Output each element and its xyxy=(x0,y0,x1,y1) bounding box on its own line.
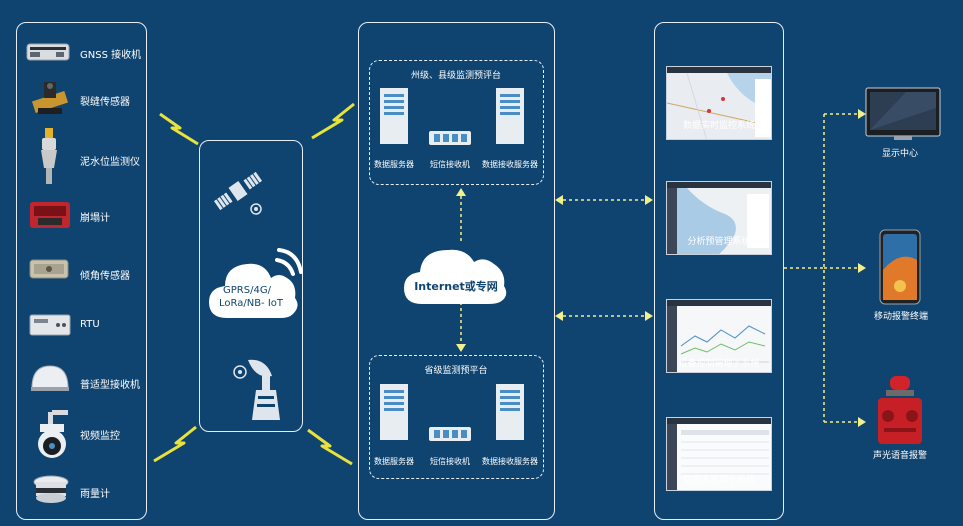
comm-panel xyxy=(199,140,303,432)
system-screenshot-analysis xyxy=(666,181,772,255)
system-label-device-control: 设备控制管理子系统 xyxy=(678,359,760,369)
platform-top-title: 州级、县级监测预评台 xyxy=(410,71,502,81)
system-screenshot-database xyxy=(666,417,772,491)
platform-bottom-title: 省级监测预平台 xyxy=(424,366,488,376)
arrow-cloud-down xyxy=(456,302,466,352)
lightning-icon-left-bottom xyxy=(153,425,197,463)
cloud-comm-icon xyxy=(209,248,303,318)
sensor-label-collapse: 崩塌计 xyxy=(80,213,110,224)
sensor-panel xyxy=(16,22,147,520)
output-label-alarm: 声光语音报警 xyxy=(872,451,928,461)
server-icon xyxy=(496,384,524,440)
output-label-mobile: 移动报警终端 xyxy=(873,312,929,322)
sensor-label-water-level: 泥水位监测仪 xyxy=(80,157,140,168)
monitor-icon xyxy=(865,87,941,140)
sms-receiver-icon xyxy=(429,427,471,441)
platform-top-server-left: 数据服务器 xyxy=(374,160,414,169)
comm-text-line1: GPRS/4G/ xyxy=(223,285,271,296)
collapse-meter-icon xyxy=(30,202,70,228)
rain-gauge-icon xyxy=(33,475,69,503)
system-label-monitoring: 数据实时监控系统 xyxy=(682,121,756,131)
comm-text-line2: LoRa/NB- IoT xyxy=(218,298,284,309)
platform-bottom-box xyxy=(369,355,544,479)
arrow-bidirectional-bottom xyxy=(555,311,653,321)
tilt-sensor-icon xyxy=(29,259,69,279)
cloud-label: Internet或专网 xyxy=(414,280,498,293)
arrow-tree-outputs xyxy=(784,109,866,427)
water-level-icon xyxy=(41,128,57,184)
sensor-label-gnss: GNSS 接收机 xyxy=(80,50,142,61)
sensor-label-rain: 雨量计 xyxy=(80,489,110,500)
server-icon xyxy=(496,88,524,144)
system-screenshot-monitoring xyxy=(666,66,772,140)
system-label-database: 数据库管理子系统 xyxy=(682,475,756,485)
platform-top-sms: 短信接收机 xyxy=(430,160,470,169)
dome-receiver-icon xyxy=(31,365,69,391)
rtu-icon xyxy=(29,314,71,336)
arrow-bidirectional-top xyxy=(555,195,653,205)
server-icon xyxy=(380,384,408,440)
mobile-phone-icon xyxy=(879,229,921,305)
lightning-icon-right-top xyxy=(311,102,355,140)
radar-antenna-icon xyxy=(233,359,280,420)
sensor-label-crack: 裂缝传感器 xyxy=(80,97,130,108)
platform-top-box xyxy=(369,60,544,185)
gnss-receiver-icon xyxy=(26,43,70,61)
lightning-icon-right-bottom xyxy=(307,428,353,466)
system-screenshot-device-control xyxy=(666,299,772,373)
platform-bottom-sms: 短信接收机 xyxy=(430,457,470,466)
sensor-label-rtu: RTU xyxy=(80,319,100,330)
crack-sensor-icon xyxy=(31,82,69,114)
sensor-label-dome: 普适型接收机 xyxy=(80,380,140,391)
lightning-icon-left-top xyxy=(159,112,199,146)
sms-receiver-icon xyxy=(429,131,471,145)
platform-bottom-server-left: 数据服务器 xyxy=(374,457,414,466)
internet-cloud-icon xyxy=(404,249,507,304)
platform-panel xyxy=(358,22,555,520)
alarm-siren-icon xyxy=(878,376,922,444)
output-label-display: 显示中心 xyxy=(881,149,919,159)
sensor-label-tilt: 倾角传感器 xyxy=(80,271,130,282)
system-label-analysis: 分析预管理系统 xyxy=(687,237,751,247)
platform-top-server-right: 数据接收服务器 xyxy=(482,160,538,169)
server-icon xyxy=(380,88,408,144)
arrow-cloud-up xyxy=(456,188,466,244)
systems-panel xyxy=(654,22,784,520)
camera-icon xyxy=(38,410,68,458)
platform-bottom-server-right: 数据接收服务器 xyxy=(482,457,538,466)
sensor-label-camera: 视频监控 xyxy=(80,431,120,442)
satellite-icon xyxy=(212,170,264,215)
